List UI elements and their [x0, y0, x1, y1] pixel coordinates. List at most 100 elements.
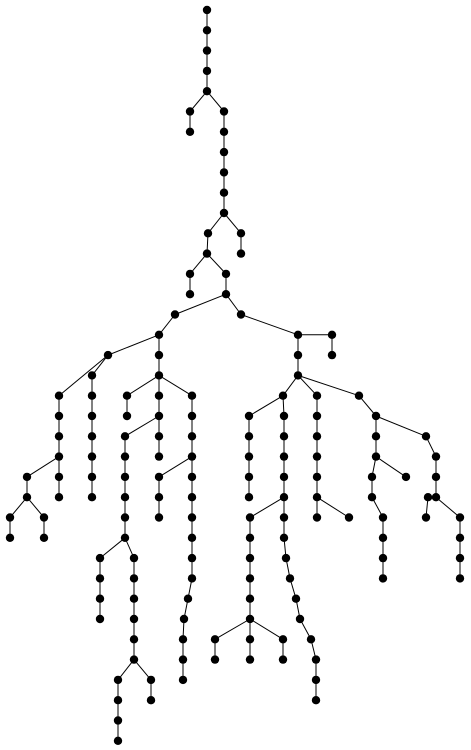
tree-edge	[189, 253, 208, 275]
tree-node	[455, 533, 465, 542]
tree-node	[154, 493, 164, 502]
tree-node	[87, 411, 97, 421]
tree-node	[129, 594, 139, 603]
tree-node	[202, 249, 212, 258]
tree-node	[371, 452, 381, 461]
tree-node	[312, 493, 322, 502]
tree-node	[327, 350, 337, 360]
tree-node	[54, 411, 64, 421]
tree-edge	[282, 375, 299, 396]
tree-node	[120, 452, 130, 461]
tree-node	[279, 432, 289, 441]
tree-node	[278, 655, 288, 664]
tree-nodes	[5, 5, 465, 745]
tree-node	[312, 391, 322, 400]
tree-node	[219, 147, 229, 157]
tree-node	[245, 513, 255, 522]
tree-edge	[117, 659, 135, 681]
tree-node	[421, 432, 431, 441]
tree-node	[219, 208, 229, 218]
tree-node	[295, 614, 305, 624]
tree-node	[170, 310, 180, 319]
tree-node	[129, 553, 139, 563]
tree-node	[378, 513, 388, 522]
tree-node	[245, 574, 255, 583]
tree-edge	[375, 456, 407, 478]
tree-node	[122, 411, 132, 421]
tree-node	[39, 513, 49, 522]
tree-edge	[249, 496, 285, 518]
tree-node	[378, 553, 388, 563]
tree-node	[285, 574, 295, 583]
tree-node	[371, 432, 381, 441]
tree-node	[312, 432, 322, 441]
tree-node	[312, 472, 322, 482]
tree-node	[344, 513, 354, 522]
tree-node	[279, 493, 289, 502]
tree-edge	[126, 374, 160, 397]
tree-node	[129, 614, 139, 624]
tree-node	[311, 675, 321, 685]
tree-node	[431, 472, 441, 482]
tree-edge	[158, 314, 176, 336]
tree-node	[221, 290, 231, 299]
tree-node	[187, 391, 197, 400]
tree-node	[178, 675, 188, 685]
tree-edge	[375, 415, 427, 437]
tree-node	[129, 655, 139, 664]
tree-node	[154, 371, 164, 380]
tree-node	[236, 310, 246, 319]
tree-node	[187, 574, 197, 583]
tree-node	[95, 574, 105, 583]
tree-node	[54, 391, 64, 400]
tree-node	[185, 290, 195, 299]
tree-edge	[207, 212, 225, 234]
tree-node	[401, 472, 411, 482]
tree-node	[39, 533, 49, 542]
tree-node	[210, 655, 220, 664]
tree-node	[95, 614, 105, 624]
tree-node	[278, 635, 288, 644]
tree-node	[187, 472, 197, 482]
tree-edge	[26, 496, 45, 518]
tree-node	[245, 553, 255, 563]
tree-edge	[189, 90, 208, 112]
tree-node	[293, 330, 303, 339]
tree-node	[279, 533, 289, 542]
tree-node	[187, 513, 197, 522]
tree-node	[87, 493, 97, 502]
tree-node	[146, 696, 156, 705]
tree-edge	[240, 314, 299, 336]
tree-node	[87, 391, 97, 400]
tree-node	[129, 574, 139, 583]
tree-node	[245, 635, 255, 644]
tree-node	[244, 472, 254, 482]
tree-node	[154, 391, 164, 400]
tree-node	[455, 513, 465, 522]
tree-node	[146, 675, 156, 685]
tree-node	[185, 127, 195, 136]
tree-edge	[297, 375, 318, 397]
tree-edge	[99, 537, 126, 559]
tree-node	[185, 107, 195, 116]
tree-node	[154, 452, 164, 461]
tree-node	[113, 696, 123, 705]
tree-edge	[358, 395, 377, 417]
tree-node	[219, 127, 229, 136]
tree-node	[113, 675, 123, 685]
tree-edge	[174, 293, 227, 315]
tree-node	[183, 594, 193, 603]
tree-node	[202, 66, 212, 76]
tree-node	[219, 168, 229, 177]
tree-node	[279, 452, 289, 461]
tree-node	[245, 655, 255, 664]
tree-node	[281, 553, 291, 563]
tree-edge	[225, 293, 242, 315]
tree-node	[129, 635, 139, 644]
tree-node	[279, 472, 289, 482]
tree-node	[120, 513, 130, 522]
tree-node	[236, 249, 246, 258]
tree-node	[87, 452, 97, 461]
tree-node	[185, 269, 195, 279]
